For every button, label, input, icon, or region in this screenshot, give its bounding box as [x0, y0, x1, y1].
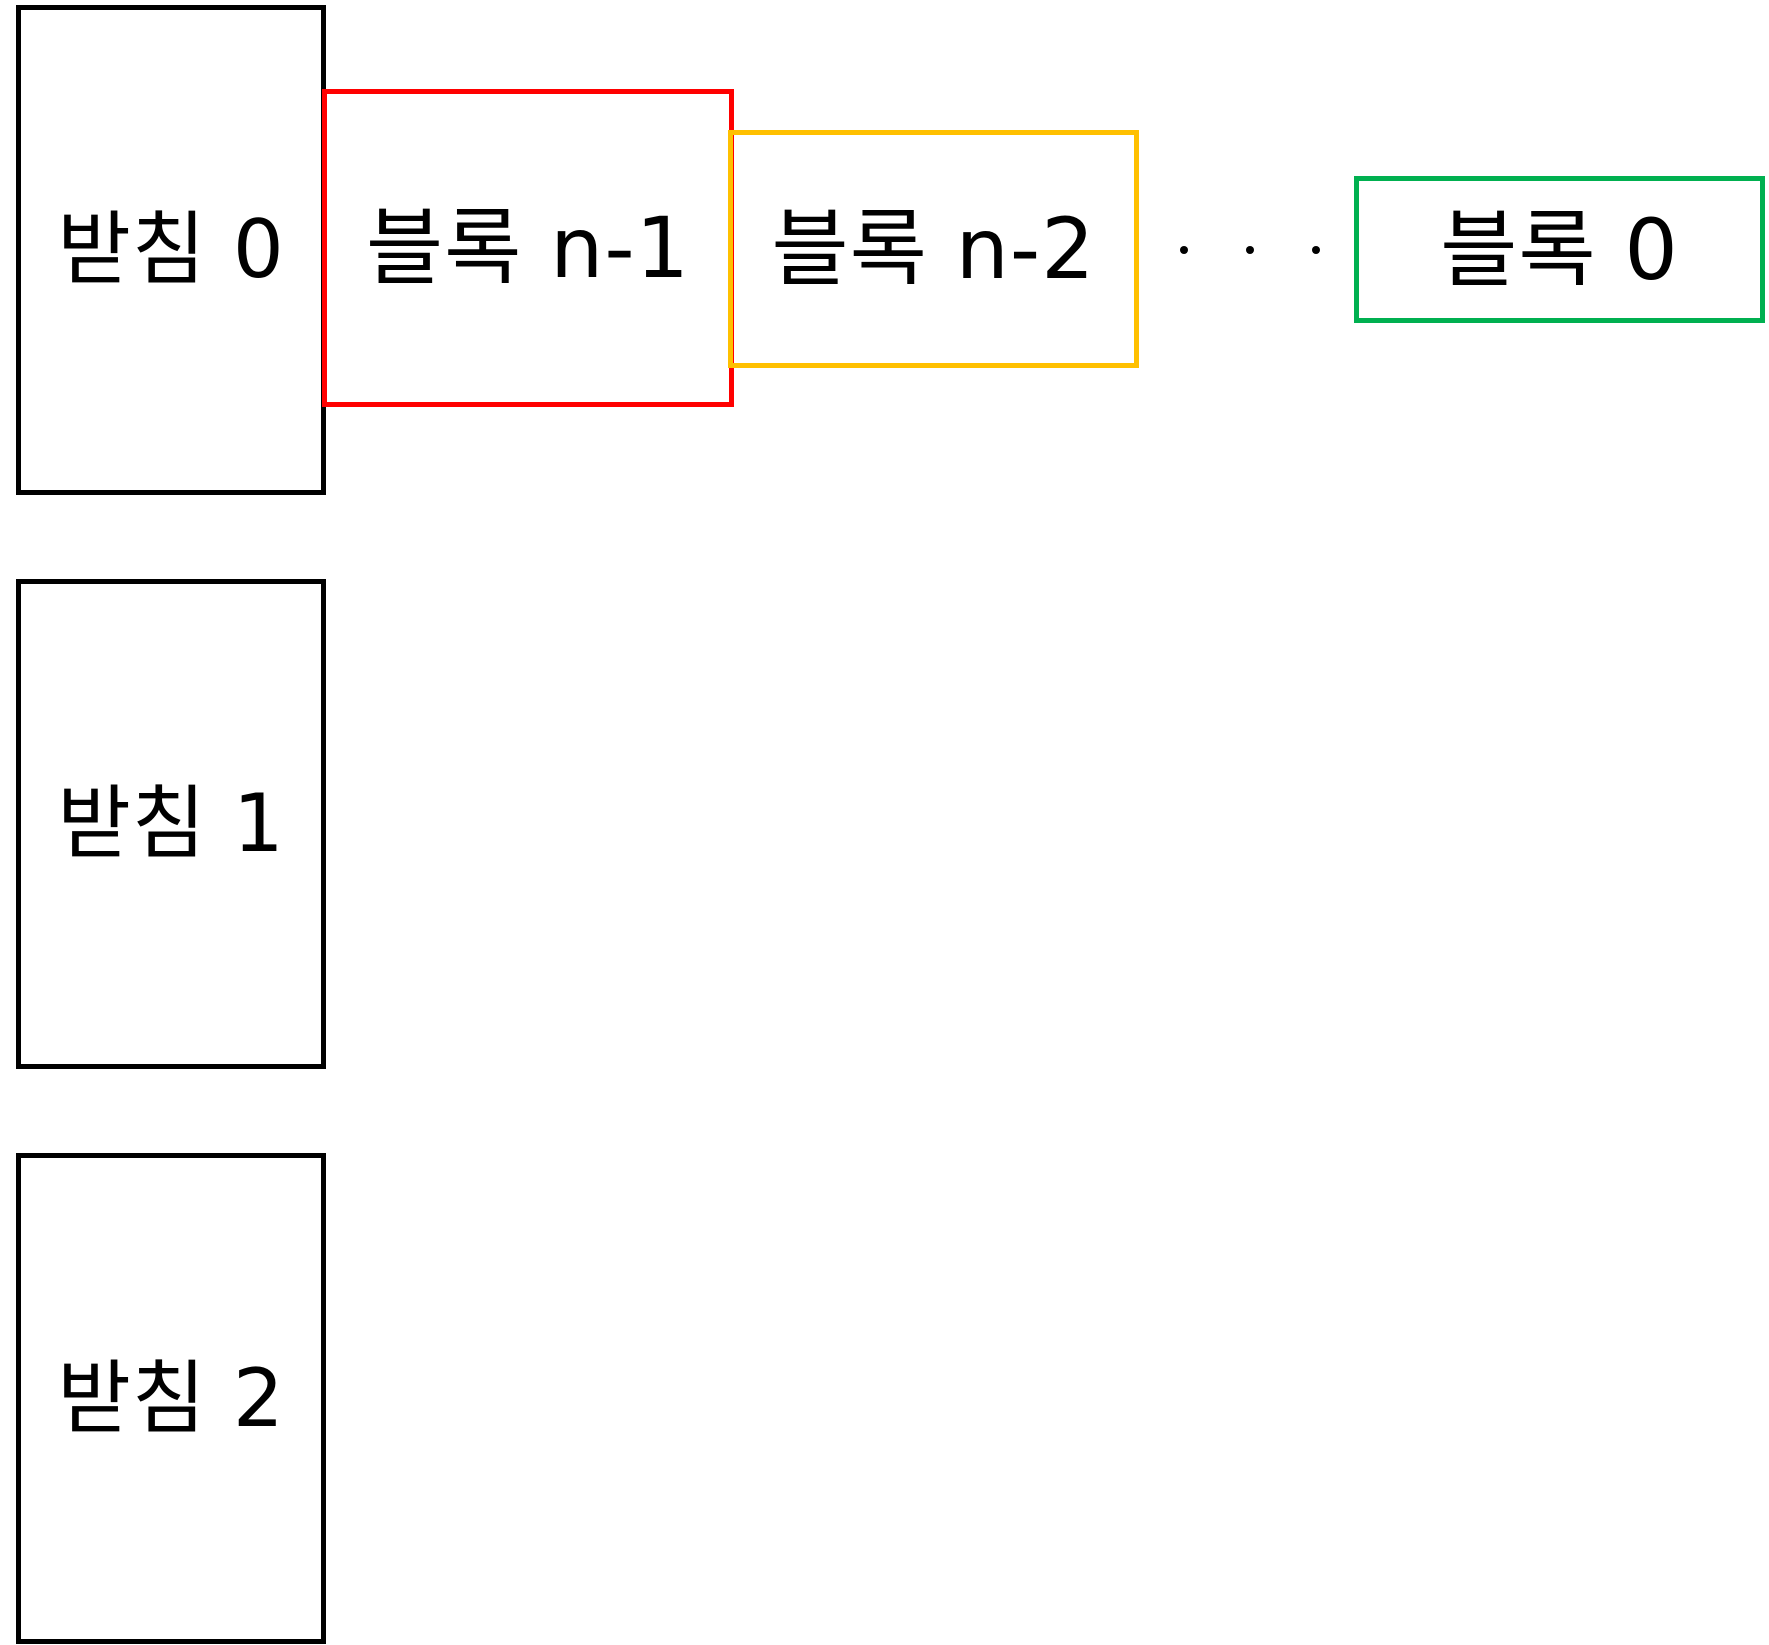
peg-1-label: 받침 1 — [57, 777, 285, 870]
block-n-1: 블록 n-1 — [322, 89, 734, 407]
ellipsis-dot — [1312, 246, 1320, 254]
ellipsis-dot — [1246, 246, 1254, 254]
peg-0: 받침 0 — [16, 5, 326, 495]
ellipsis-dots — [1180, 230, 1320, 270]
peg-2-label: 받침 2 — [57, 1351, 285, 1445]
block-n-2: 블록 n-2 — [728, 130, 1139, 368]
peg-1: 받침 1 — [16, 579, 326, 1069]
block-n-2-label: 블록 n-2 — [771, 200, 1096, 298]
block-n-1-label: 블록 n-1 — [365, 199, 691, 297]
block-0: 블록 0 — [1354, 176, 1765, 323]
ellipsis-dot — [1180, 246, 1188, 254]
block-0-label: 블록 0 — [1440, 200, 1679, 299]
peg-0-label: 받침 0 — [57, 203, 285, 296]
peg-2: 받침 2 — [16, 1153, 326, 1644]
